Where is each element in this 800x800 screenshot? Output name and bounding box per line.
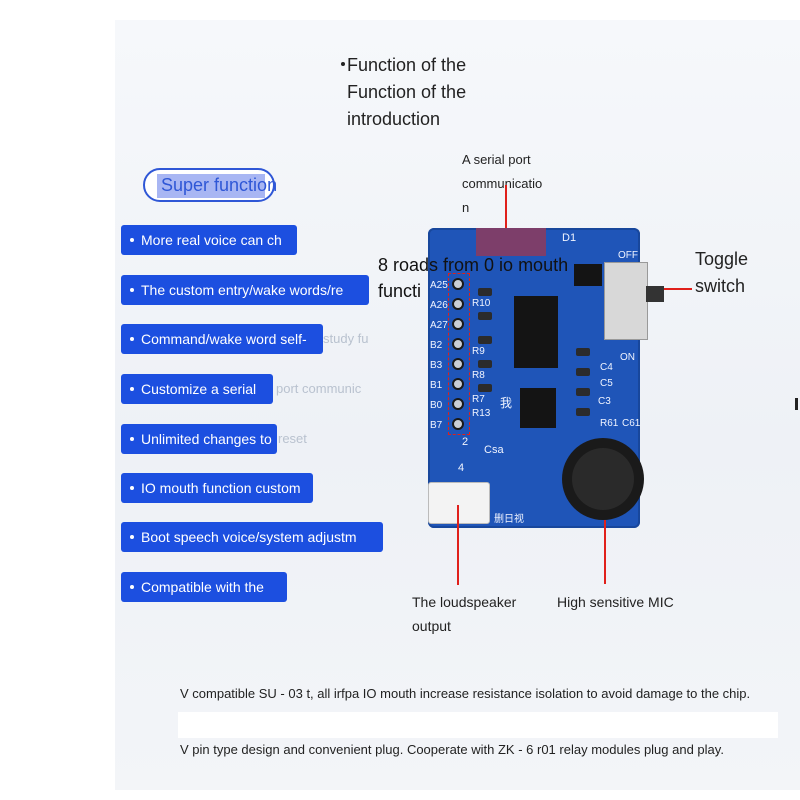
amplifier-chip bbox=[520, 388, 556, 428]
pin bbox=[452, 378, 464, 390]
feature-item: IO mouth function custom bbox=[121, 473, 313, 503]
pin bbox=[452, 418, 464, 430]
serial-header bbox=[476, 228, 546, 256]
title-line-1: Function of the bbox=[347, 55, 467, 75]
ghost-text: study fu bbox=[323, 331, 369, 346]
title-line-3: introduction bbox=[347, 109, 441, 129]
note-line-2: V pin type design and convenient plug. C… bbox=[180, 742, 724, 757]
serial-port-callout: A serial port communicatio n bbox=[462, 152, 543, 215]
ghost-text: reset bbox=[278, 431, 307, 446]
feature-item: Command/wake word self- bbox=[121, 324, 323, 354]
text-highlight bbox=[157, 174, 265, 198]
pin bbox=[452, 298, 464, 310]
super-function-label: Super function bbox=[161, 175, 278, 195]
microphone bbox=[562, 438, 644, 520]
toggle-lever bbox=[646, 286, 664, 302]
pin bbox=[452, 318, 464, 330]
io-callout: 8 roads from 0 io mouth functi bbox=[378, 255, 569, 301]
feature-item: Boot speech voice/system adjustm bbox=[121, 522, 383, 552]
feature-item: More real voice can ch bbox=[121, 225, 297, 255]
toggle-switch-callout: Toggle switch bbox=[695, 249, 749, 296]
speaker-connector bbox=[428, 482, 490, 524]
feature-item: Unlimited changes to bbox=[121, 424, 277, 454]
mic-leader-line bbox=[604, 520, 606, 584]
speaker-leader-line bbox=[457, 505, 459, 585]
toggle-leader-line bbox=[664, 288, 692, 290]
small-chip bbox=[574, 264, 602, 286]
feature-item: Customize a serial bbox=[121, 374, 273, 404]
io-pin-header bbox=[448, 273, 470, 435]
note-separator bbox=[178, 712, 778, 738]
title-bullet bbox=[341, 62, 345, 66]
pin bbox=[452, 278, 464, 290]
pin bbox=[452, 338, 464, 350]
pin bbox=[452, 358, 464, 370]
feature-item: Compatible with the bbox=[121, 572, 287, 602]
edge-mark bbox=[795, 398, 798, 410]
page-title: Function of the Function of the introduc… bbox=[347, 52, 466, 133]
feature-item: The custom entry/wake words/re bbox=[121, 275, 369, 305]
super-function-pill: Super function bbox=[143, 168, 278, 202]
serial-leader-line bbox=[505, 185, 507, 237]
toggle-switch bbox=[604, 262, 648, 340]
loudspeaker-callout: The loudspeaker output bbox=[412, 594, 517, 634]
note-line-1: V compatible SU - 03 t, all irfpa IO mou… bbox=[180, 686, 751, 701]
main-chip bbox=[514, 296, 558, 368]
title-line-2: Function of the bbox=[347, 82, 467, 102]
pin bbox=[452, 398, 464, 410]
ghost-text: port communic bbox=[276, 381, 362, 396]
mic-callout: High sensitive MIC bbox=[557, 594, 674, 610]
